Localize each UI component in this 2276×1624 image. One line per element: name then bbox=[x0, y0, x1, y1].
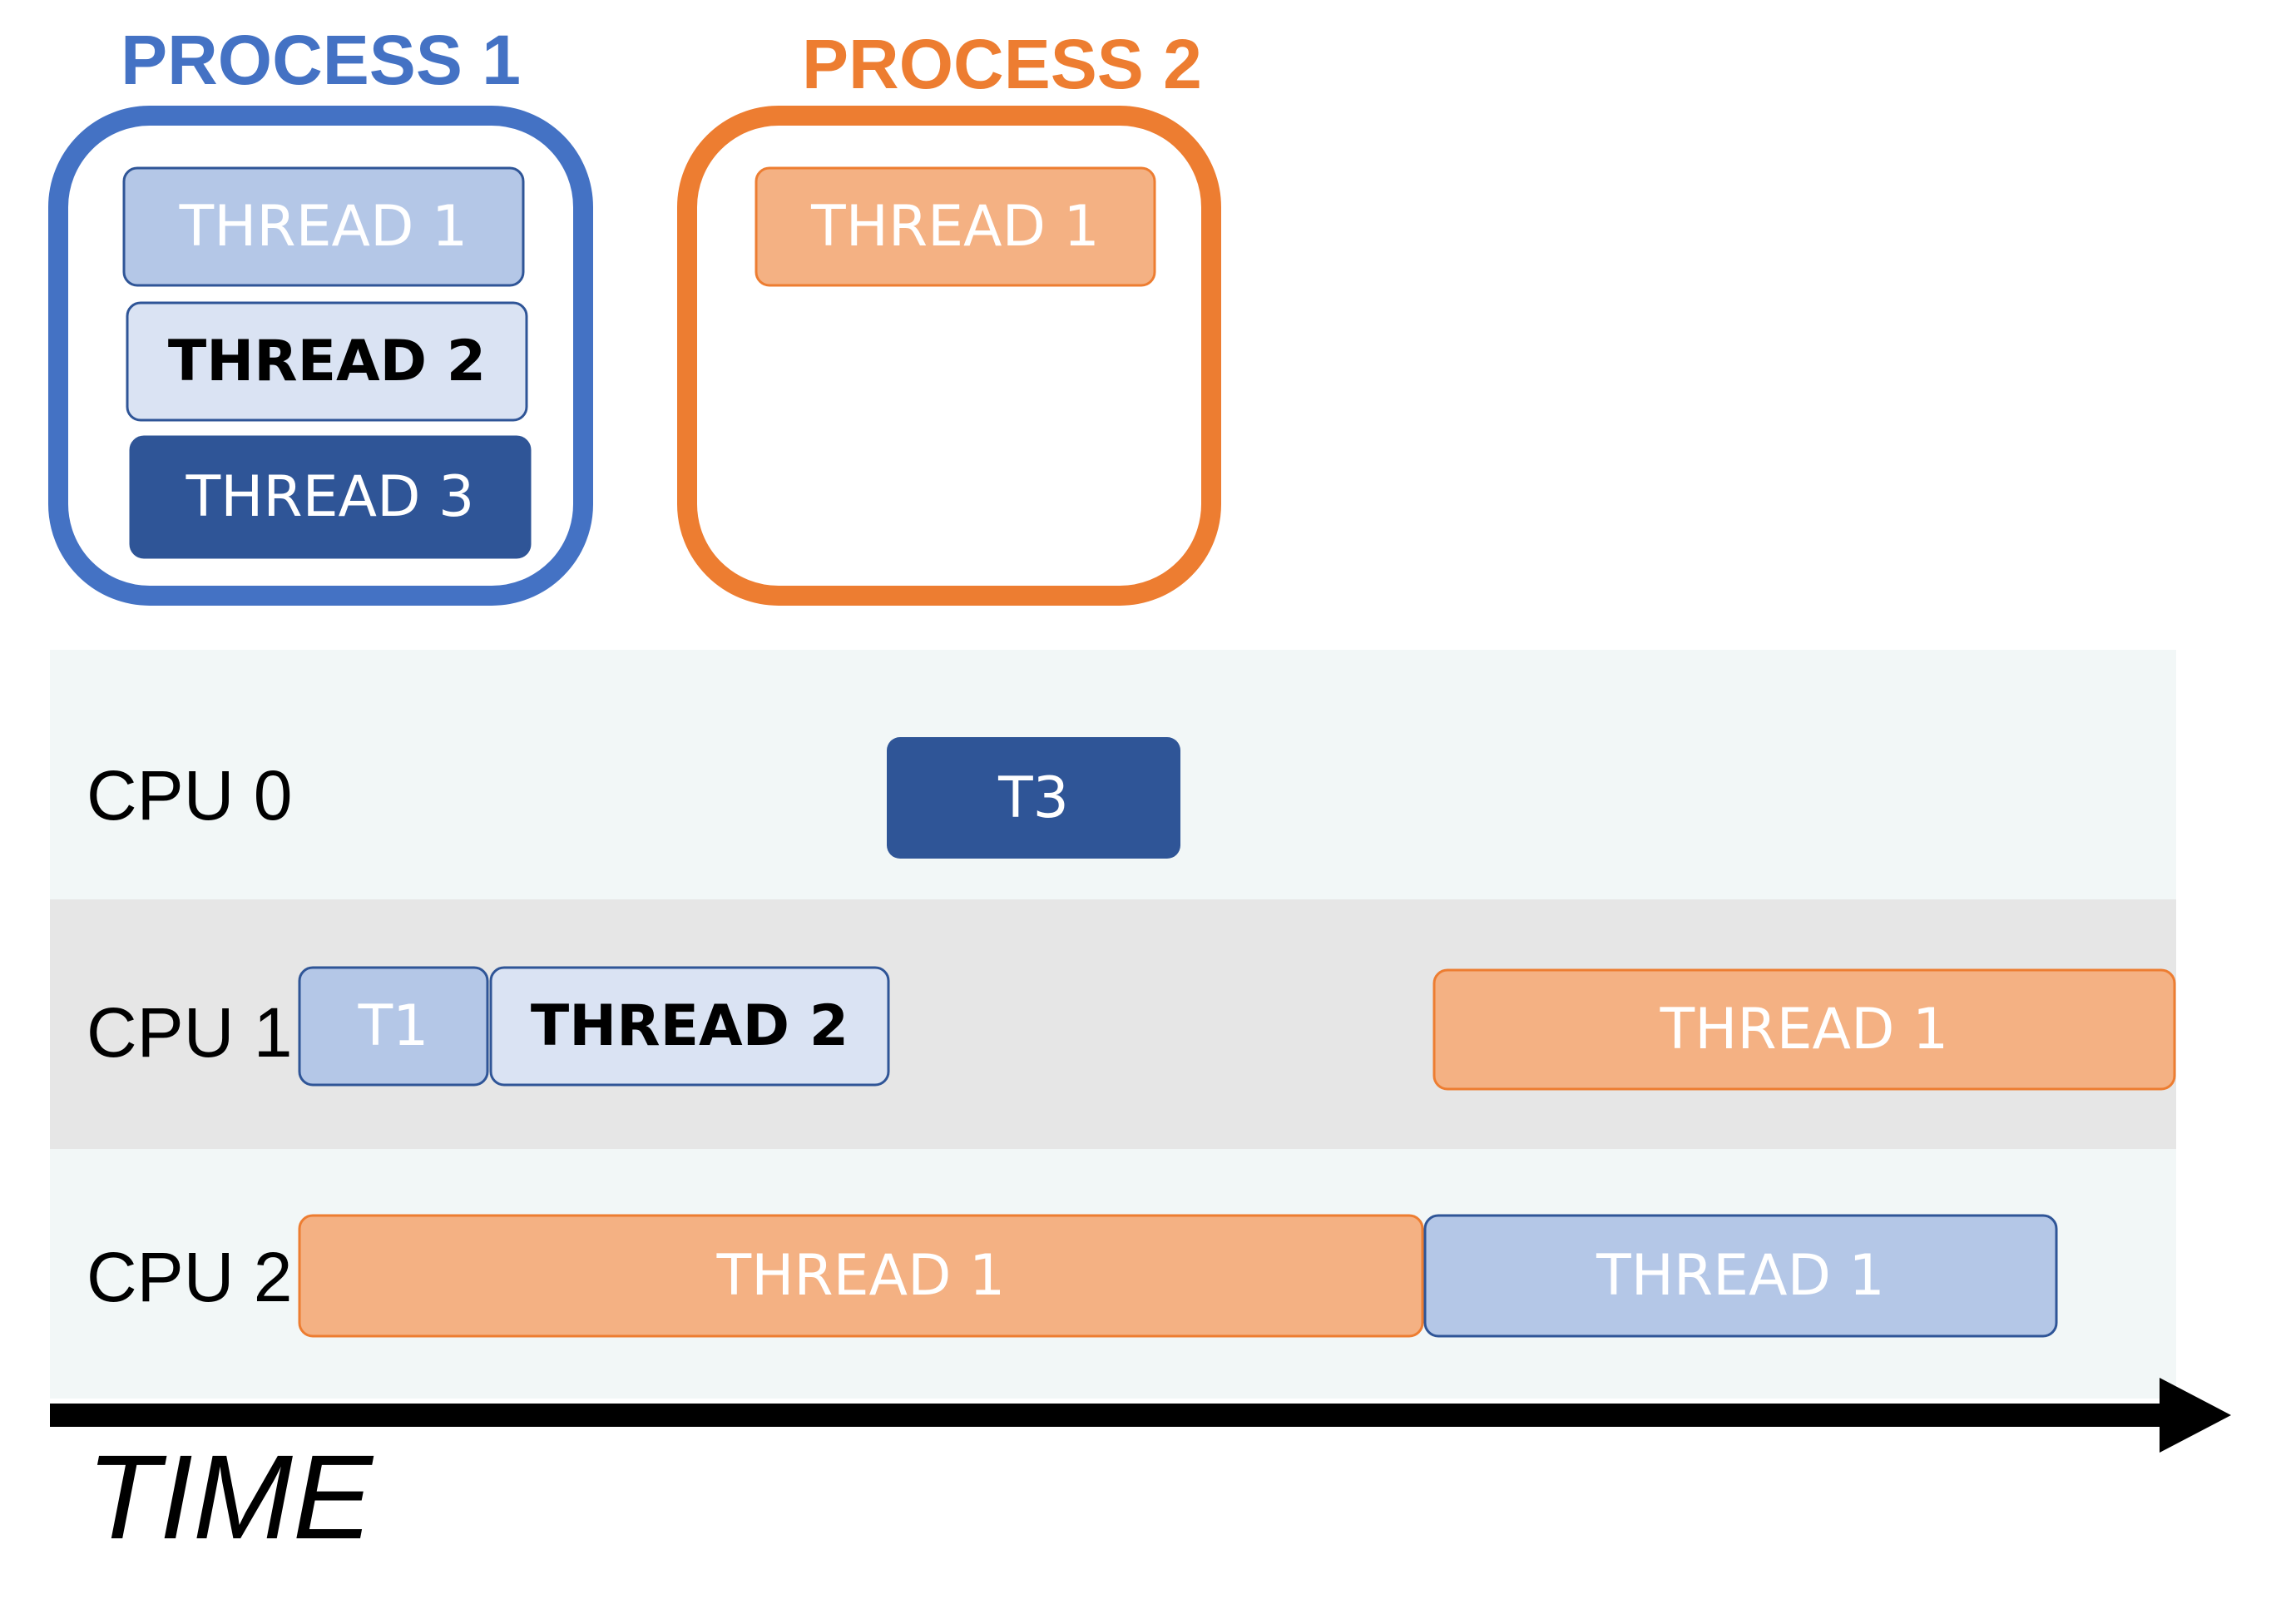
time-axis-arrowhead bbox=[2160, 1378, 2231, 1453]
cpu-2-block-thread-1-orange bbox=[298, 1214, 1424, 1338]
cpu-2-block-thread-1-orange-label: THREAD 1 bbox=[716, 1243, 1006, 1309]
process-1-thread-2-label: THREAD 2 bbox=[167, 329, 487, 394]
process-1-thread-1-label: THREAD 1 bbox=[179, 194, 468, 260]
process-1-thread-3-label: THREAD 3 bbox=[186, 464, 475, 530]
time-axis-label: TIME bbox=[87, 1430, 373, 1564]
cpu-1-block-thread-1-label: THREAD 1 bbox=[1660, 997, 1949, 1062]
cpu-1-block-thread-2 bbox=[489, 966, 890, 1087]
cpu-1-block-thread-1 bbox=[1432, 968, 2176, 1091]
cpu-0-block-t3 bbox=[887, 737, 1180, 859]
cpu-1-block-t1 bbox=[298, 966, 489, 1087]
cpu-2-block-thread-1-blue bbox=[1423, 1214, 2058, 1338]
process-2-thread-1-label: THREAD 1 bbox=[811, 194, 1100, 260]
cpu-1-block-thread-2-label: THREAD 2 bbox=[530, 993, 849, 1059]
process-2-title: PROCESS 2 bbox=[802, 25, 1202, 103]
cpu-0-block-t3-label: T3 bbox=[998, 765, 1069, 831]
time-axis-line bbox=[50, 1404, 2165, 1427]
process-1-thread-1-box bbox=[122, 166, 525, 287]
cpu-0-label: CPU 0 bbox=[87, 755, 293, 834]
process-1-title: PROCESS 1 bbox=[121, 21, 521, 99]
cpu-2-label: CPU 2 bbox=[87, 1237, 293, 1316]
cpu-1-label: CPU 1 bbox=[87, 993, 293, 1072]
cpu-2-block-thread-1-blue-label: THREAD 1 bbox=[1596, 1243, 1885, 1309]
process-1-thread-2-box bbox=[126, 301, 528, 422]
cpu-1-block-t1-label: T1 bbox=[358, 993, 429, 1059]
process-1-thread-3-box bbox=[129, 435, 532, 559]
process-2-thread-1-box bbox=[755, 166, 1156, 287]
